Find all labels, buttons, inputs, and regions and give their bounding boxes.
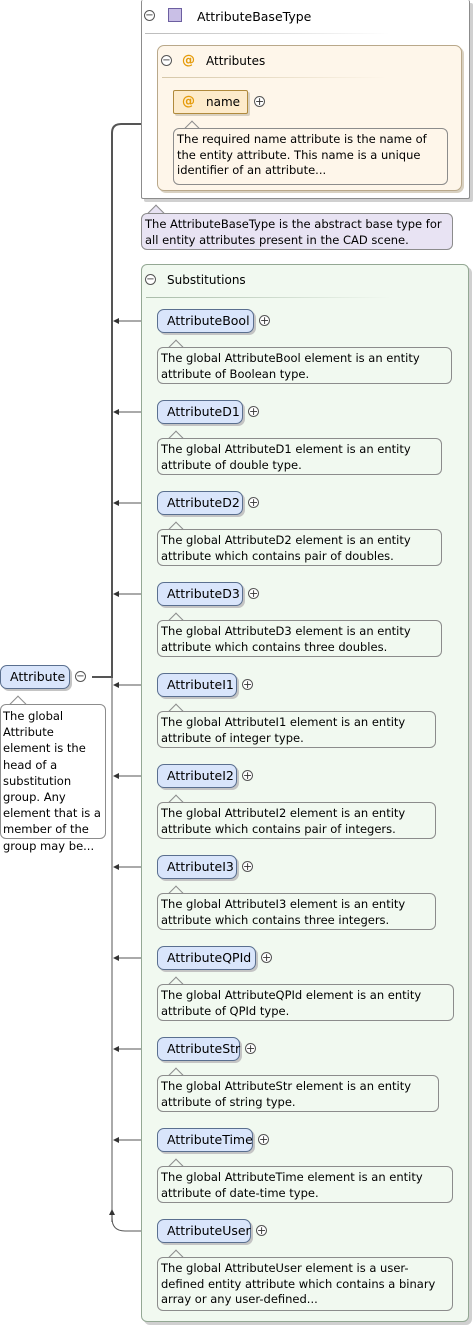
base-type-doc: The AttributeBaseType is the abstract ba… (141, 213, 453, 250)
root-collapse-icon[interactable]: − (75, 671, 86, 682)
name-attribute-label: name (206, 95, 241, 109)
substitution-element[interactable]: AttributeTime (157, 1128, 253, 1152)
name-attribute[interactable]: @ name (173, 90, 248, 114)
substitutions-title-divider (146, 297, 391, 298)
substitutions-collapse-icon[interactable]: − (145, 274, 156, 285)
substitution-doc: The global AttributeI1 element is an ent… (157, 711, 436, 748)
substitution-doc: The global AttributeStr element is an en… (157, 1075, 439, 1112)
attributes-title: Attributes (206, 54, 266, 68)
substitution-doc: The global AttributeI2 element is an ent… (157, 802, 436, 839)
substitution-element[interactable]: AttributeI1 (157, 673, 237, 697)
substitution-element[interactable]: AttributeBool (157, 309, 254, 333)
substitution-doc: The global AttributeTime element is an e… (157, 1166, 453, 1203)
name-expand-icon[interactable]: + (254, 95, 265, 108)
expand-toggle-icon[interactable]: + (248, 496, 259, 509)
expand-toggle-icon[interactable]: + (242, 860, 253, 873)
expand-toggle-icon[interactable]: + (242, 678, 253, 691)
substitution-doc: The global AttributeUser element is a us… (157, 1257, 453, 1311)
attribute-at-icon: @ (182, 53, 195, 68)
substitution-element[interactable]: AttributeD3 (157, 582, 243, 606)
substitution-doc: The global AttributeD3 element is an ent… (157, 620, 442, 657)
substitutions-title: Substitutions (167, 273, 246, 287)
substitution-doc: The global AttributeQPId element is an e… (157, 984, 454, 1021)
name-attribute-doc: The required name attribute is the name … (173, 128, 448, 185)
substitution-doc: The global AttributeD1 element is an ent… (157, 438, 442, 475)
expand-toggle-icon[interactable]: + (261, 951, 272, 964)
base-type-title: AttributeBaseType (197, 9, 312, 24)
expand-toggle-icon[interactable]: + (248, 587, 259, 600)
attribute-root-doc: The global Attribute element is the head… (0, 704, 106, 853)
expand-toggle-icon[interactable]: + (258, 1133, 269, 1146)
substitution-element[interactable]: AttributeStr (157, 1037, 240, 1061)
substitution-doc: The global AttributeBool element is an e… (157, 347, 452, 384)
attributes-collapse-icon[interactable]: − (161, 55, 172, 66)
complex-type-icon (168, 8, 182, 22)
substitution-doc: The global AttributeI3 element is an ent… (157, 893, 436, 930)
expand-toggle-icon[interactable]: + (248, 405, 259, 418)
substitution-doc: The global AttributeD2 element is an ent… (157, 529, 442, 566)
substitution-element[interactable]: AttributeUser (157, 1219, 251, 1243)
substitution-element[interactable]: AttributeQPId (157, 946, 256, 970)
substitution-element[interactable]: AttributeI3 (157, 855, 237, 879)
base-type-title-divider (145, 33, 390, 34)
attributes-title-divider (162, 77, 387, 78)
base-type-collapse-icon[interactable]: − (144, 10, 155, 21)
name-attribute-icon: @ (182, 94, 195, 109)
expand-toggle-icon[interactable]: + (245, 1042, 256, 1055)
expand-toggle-icon[interactable]: + (259, 314, 270, 327)
attribute-root-element[interactable]: Attribute (0, 665, 70, 689)
substitution-element[interactable]: AttributeI2 (157, 764, 237, 788)
expand-toggle-icon[interactable]: + (256, 1224, 267, 1237)
substitution-element[interactable]: AttributeD1 (157, 400, 243, 424)
substitution-element[interactable]: AttributeD2 (157, 491, 243, 515)
expand-toggle-icon[interactable]: + (242, 769, 253, 782)
